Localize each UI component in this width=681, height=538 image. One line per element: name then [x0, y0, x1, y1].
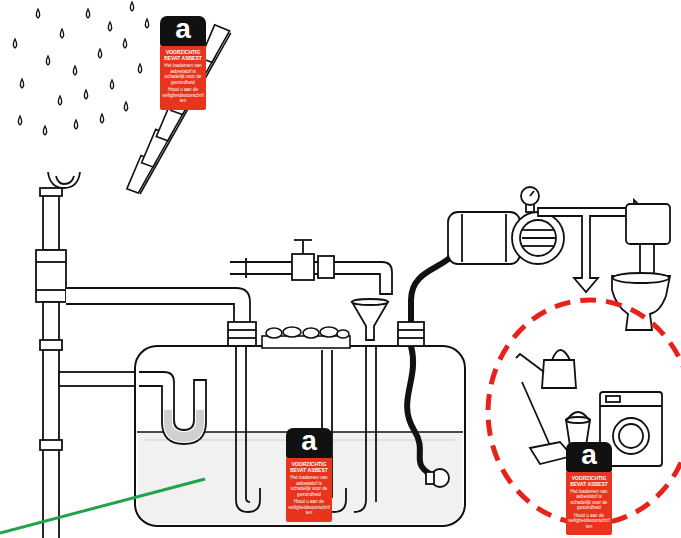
asbestos-label: aVOORZICHTIG BEVAT ASBEST Het inademen va…	[286, 428, 332, 522]
roof	[123, 23, 231, 196]
overflow-pipe	[59, 372, 139, 386]
suction-hose	[398, 322, 449, 487]
warning-text: Houd u aan de veiligheidsvoorschriften	[288, 499, 330, 516]
toilet	[612, 204, 670, 330]
manhole-lid	[262, 327, 350, 348]
funnel	[352, 299, 388, 340]
overflow-siphon	[139, 372, 206, 444]
gutter-and-downpipe	[36, 172, 80, 538]
warning-heading: VOORZICHTIG BEVAT ASBEST	[288, 461, 330, 473]
logo-letter: a	[175, 15, 191, 43]
asbestos-logo: a	[160, 16, 206, 46]
watering-can	[516, 350, 576, 388]
highlight-circle	[488, 300, 681, 524]
warning-heading: VOORZICHTIG BEVAT ASBEST	[568, 475, 610, 487]
logo-letter: a	[581, 441, 597, 469]
pointer-line	[0, 479, 205, 533]
warning-text: Het inademen van asbeststof is schadelij…	[162, 63, 204, 85]
inner-pipes	[236, 346, 376, 512]
label-body: VOORZICHTIG BEVAT ASBEST Het inademen van…	[566, 472, 612, 536]
warning-text: Houd u aan de veiligheidsvoorschriften	[568, 513, 610, 530]
asbestos-logo: a	[566, 442, 612, 472]
rain-drops	[13, 2, 149, 135]
warning-heading: VOORZICHTIG BEVAT ASBEST	[162, 49, 204, 61]
label-body: VOORZICHTIG BEVAT ASBEST Het inademen van…	[160, 46, 206, 110]
asbestos-label: aVOORZICHTIG BEVAT ASBEST Het inademen va…	[160, 16, 206, 110]
inlet-pipe	[66, 288, 256, 346]
label-body: VOORZICHTIG BEVAT ASBEST Het inademen van…	[286, 458, 332, 522]
warning-text: Het inademen van asbeststof is schadelij…	[288, 475, 330, 497]
warning-text: Houd u aan de veiligheidsvoorschriften	[162, 87, 204, 104]
storage-tank	[135, 346, 465, 526]
asbestos-logo: a	[286, 428, 332, 458]
logo-letter: a	[301, 427, 317, 455]
tap	[230, 240, 392, 294]
asbestos-label: aVOORZICHTIG BEVAT ASBEST Het inademen va…	[566, 442, 612, 536]
warning-text: Het inademen van asbeststof is schadelij…	[568, 489, 610, 511]
